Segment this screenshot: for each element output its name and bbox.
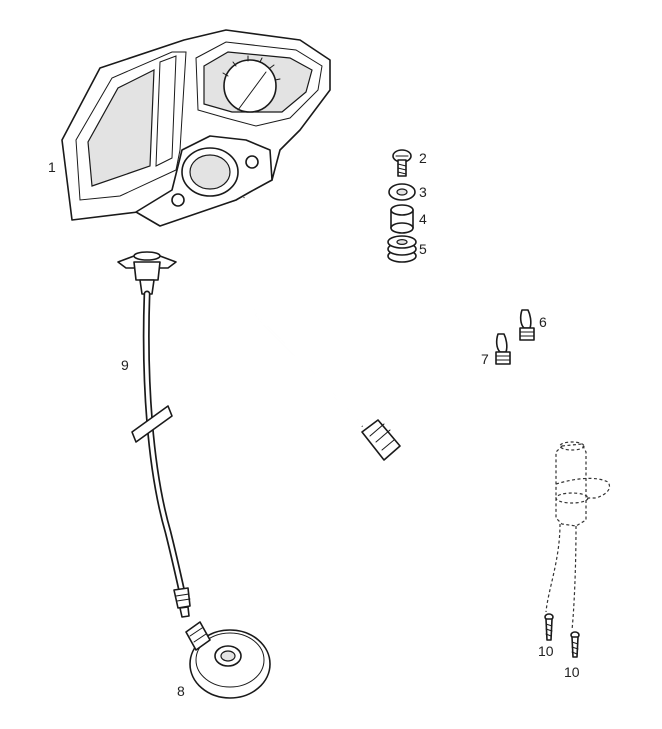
bolt-part-10b[interactable] (570, 631, 580, 658)
callout-5: 5 (419, 241, 427, 257)
bulb-part-6[interactable] (519, 309, 535, 341)
callout-10a: 10 (538, 643, 554, 659)
callout-8: 8 (177, 683, 185, 699)
callout-1: 1 (48, 159, 56, 175)
speedometer-cable[interactable] (117, 251, 191, 618)
screw-part[interactable] (392, 149, 412, 177)
instrument-cluster[interactable] (61, 29, 331, 227)
collar-part[interactable] (390, 204, 414, 234)
reference-assembly-outline (545, 441, 611, 631)
callout-2: 2 (419, 150, 427, 166)
callout-10b: 10 (564, 664, 580, 680)
callout-4: 4 (419, 211, 427, 227)
callout-3: 3 (419, 184, 427, 200)
bulb-part-7[interactable] (495, 333, 511, 365)
washer-part[interactable] (388, 183, 416, 201)
callout-6: 6 (539, 314, 547, 330)
callout-9: 9 (121, 357, 129, 373)
grommet-part[interactable] (387, 235, 417, 263)
callout-7: 7 (481, 351, 489, 367)
wiring-harness[interactable] (236, 197, 401, 461)
bolt-part-10a[interactable] (544, 613, 554, 641)
speedometer-drive-gear[interactable] (185, 621, 271, 699)
